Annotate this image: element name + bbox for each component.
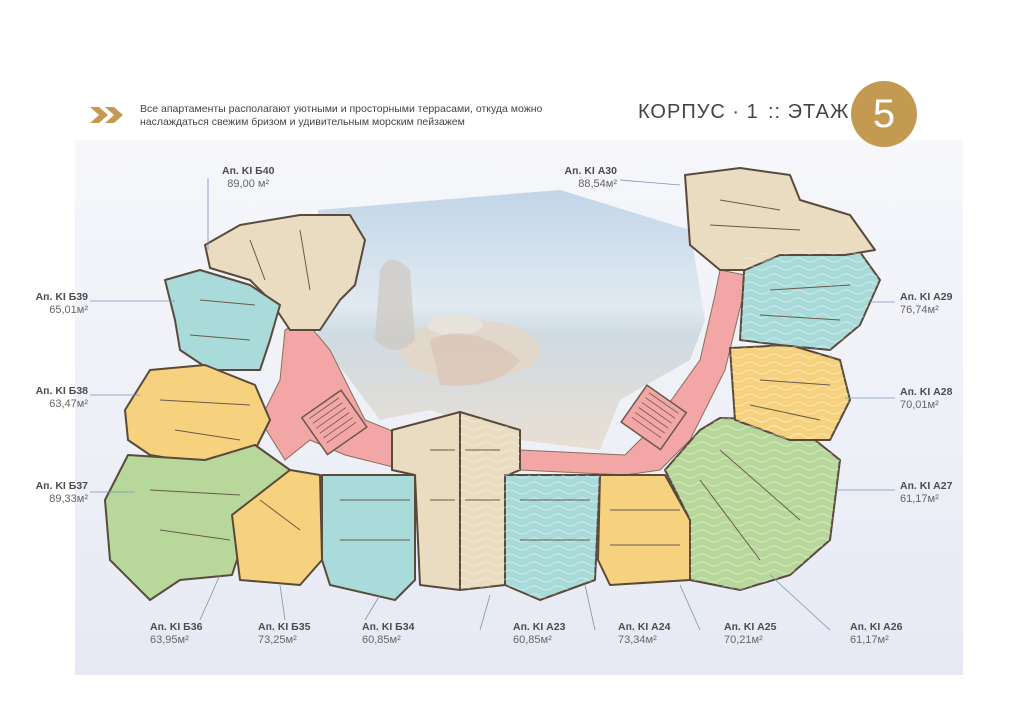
- apt-area: 76,74м²: [900, 304, 939, 316]
- apt-name: Ап. KI Б39: [35, 291, 88, 303]
- apt-area: 88,54м²: [578, 178, 617, 190]
- apt-label-b40: Ап. KI Б40 89,00 м²: [222, 165, 274, 191]
- apt-label-a30: Ап. KI А30 88,54м²: [555, 165, 617, 191]
- apt-area: 73,34м²: [618, 634, 657, 646]
- tagline-line-1: Все апартаменты располагают уютными и пр…: [140, 103, 543, 115]
- floor-number-badge: 5: [851, 81, 917, 147]
- apt-label-b35: Ап. KI Б35 73,25м²: [258, 621, 310, 647]
- apt-name: Ап. KI Б38: [35, 385, 88, 397]
- apt-area: 61,17м²: [850, 634, 889, 646]
- apt-label-a24: Ап. KI А24 73,34м²: [618, 621, 670, 647]
- interior-walls: [149, 199, 851, 561]
- apt-area: 73,25м²: [258, 634, 297, 646]
- apt-name: Ап. KI А28: [900, 386, 953, 398]
- apt-label-a23: Ап. KI А23 60,85м²: [513, 621, 565, 647]
- apt-area: 63,95м²: [150, 634, 189, 646]
- apt-label-a29: Ап. KI А29 76,74м²: [900, 291, 952, 317]
- apt-area: 65,01м²: [49, 304, 88, 316]
- apt-area: 89,00 м²: [227, 178, 270, 190]
- apt-label-a26: Ап. KI А26 61,17м²: [850, 621, 902, 647]
- apt-name: Ап. KI А24: [618, 621, 671, 633]
- double-chevron-icon: [90, 107, 123, 123]
- apt-name: Ап. KI А29: [900, 291, 953, 303]
- stair-left: [300, 389, 368, 456]
- apt-name: Ап. KI А23: [513, 621, 566, 633]
- unit-b38[interactable]: [124, 364, 271, 466]
- apt-label-b34: Ап. KI Б34 60,85м²: [362, 621, 414, 647]
- beach-photo: [318, 190, 705, 450]
- leader-lines: [90, 178, 895, 631]
- apt-label-b38: Ап. KI Б38 63,47м²: [28, 385, 88, 411]
- apt-label-a28: Ап. KI А28 70,01м²: [900, 386, 952, 412]
- apt-name: Ап. KI Б37: [35, 480, 88, 492]
- floor-label: :: ЭТАЖ: [768, 101, 850, 123]
- apt-name: Ап. KI А26: [850, 621, 903, 633]
- apt-area: 89,33м²: [49, 493, 88, 505]
- apt-label-a27: Ап. KI А27 61,17м²: [900, 480, 952, 506]
- building-title: КОРПУС · 1: [638, 101, 759, 123]
- apt-label-b37: Ап. KI Б37 89,33м²: [28, 480, 88, 506]
- apt-label-a25: Ап. KI А25 70,21м²: [724, 621, 776, 647]
- apt-name: Ап. KI Б40: [222, 165, 275, 177]
- apt-area: 70,21м²: [724, 634, 763, 646]
- apt-name: Ап. KI Б35: [258, 621, 311, 633]
- apt-area: 60,85м²: [513, 634, 552, 646]
- tagline: Все апартаменты располагают уютными и пр…: [140, 103, 580, 129]
- apt-label-b39: Ап. KI Б39 65,01м²: [28, 291, 88, 317]
- apt-name: Ап. KI А30: [564, 165, 617, 177]
- apt-name: Ап. KI А27: [900, 480, 953, 492]
- stair-right: [620, 384, 688, 451]
- unit-b40[interactable]: [204, 214, 366, 331]
- wave-pattern: [460, 250, 880, 600]
- apt-area: 70,01м²: [900, 399, 939, 411]
- apt-name: Ап. KI Б36: [150, 621, 203, 633]
- apt-label-b36: Ап. KI Б36 63,95м²: [150, 621, 202, 647]
- apt-name: Ап. KI Б34: [362, 621, 415, 633]
- apt-area: 61,17м²: [900, 493, 939, 505]
- apt-area: 63,47м²: [49, 398, 88, 410]
- tagline-line-2: наслаждаться свежим бризом и удивительны…: [140, 116, 465, 128]
- unit-b39[interactable]: [164, 269, 281, 371]
- apt-name: Ап. KI А25: [724, 621, 777, 633]
- unit-b34[interactable]: [321, 474, 416, 601]
- apt-area: 60,85м²: [362, 634, 401, 646]
